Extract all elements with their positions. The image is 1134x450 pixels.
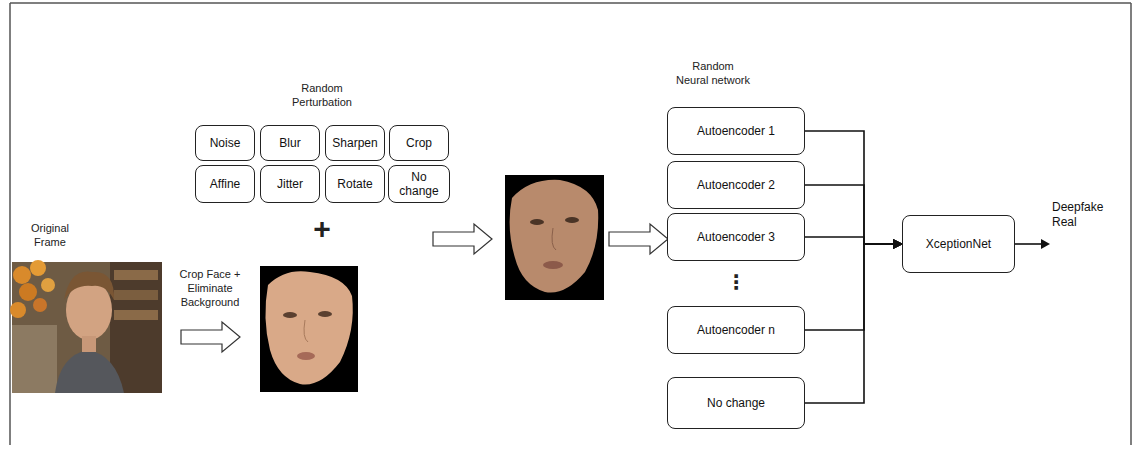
merge-connector (805, 237, 902, 244)
group-heading: Random Perturbation (282, 82, 362, 110)
output-label: Deepfake Real (1052, 200, 1110, 230)
perturbation-box: Sharpen (325, 125, 385, 161)
perturbed-face (505, 175, 604, 300)
box-text: Rotate (337, 177, 372, 191)
merge-connector (805, 185, 902, 244)
merge-connector (805, 244, 902, 403)
no-change-box: No change (667, 377, 805, 429)
box-text: XceptionNet (926, 237, 991, 251)
original-photo (10, 260, 162, 393)
perturbation-box: Rotate (325, 165, 385, 203)
box-text: Affine (210, 177, 240, 191)
perturbation-box: Affine (195, 165, 255, 203)
box-text: Autoencoder 3 (697, 230, 775, 244)
hollow-arrow (609, 224, 668, 254)
box-text: Autoencoder 1 (697, 124, 775, 138)
perturbation-box: No change (388, 165, 450, 203)
autoencoder-box: Autoencoder n (667, 306, 805, 354)
box-text: No change (707, 396, 765, 410)
merge-connector (805, 131, 902, 244)
box-text: Blur (279, 136, 300, 150)
hollow-arrow (181, 322, 240, 352)
box-text: Autoencoder n (697, 323, 775, 337)
box-text: Jitter (277, 177, 303, 191)
autoencoder-box: Autoencoder 1 (667, 107, 805, 155)
box-text: Crop (406, 136, 432, 150)
step-label: Crop Face + Eliminate Background (172, 268, 248, 309)
output-arrow (1015, 243, 1044, 245)
autoencoder-box: Autoencoder 2 (667, 161, 805, 209)
box-text: Autoencoder 2 (697, 178, 775, 192)
ellipsis-dots: ⋮ (721, 270, 751, 295)
image-caption: Original Frame (19, 222, 81, 250)
box-text: Noise (210, 136, 241, 150)
perturbation-box: Jitter (260, 165, 320, 203)
box-text: No change (393, 170, 445, 199)
group-heading: Random Neural network (675, 60, 751, 88)
hollow-arrow (433, 224, 492, 254)
perturbation-box: Crop (389, 125, 449, 161)
plus-sign: + (302, 210, 342, 248)
perturbation-box: Noise (195, 125, 255, 161)
autoencoder-box: Autoencoder 3 (667, 213, 805, 261)
output-arrowhead (1041, 239, 1050, 249)
frame-border (10, 3, 1131, 445)
perturbation-box: Blur (260, 125, 320, 161)
box-text: Sharpen (332, 136, 377, 150)
merge-connector (805, 244, 902, 330)
cropped-face (260, 266, 358, 392)
classifier-box: XceptionNet (902, 215, 1015, 273)
